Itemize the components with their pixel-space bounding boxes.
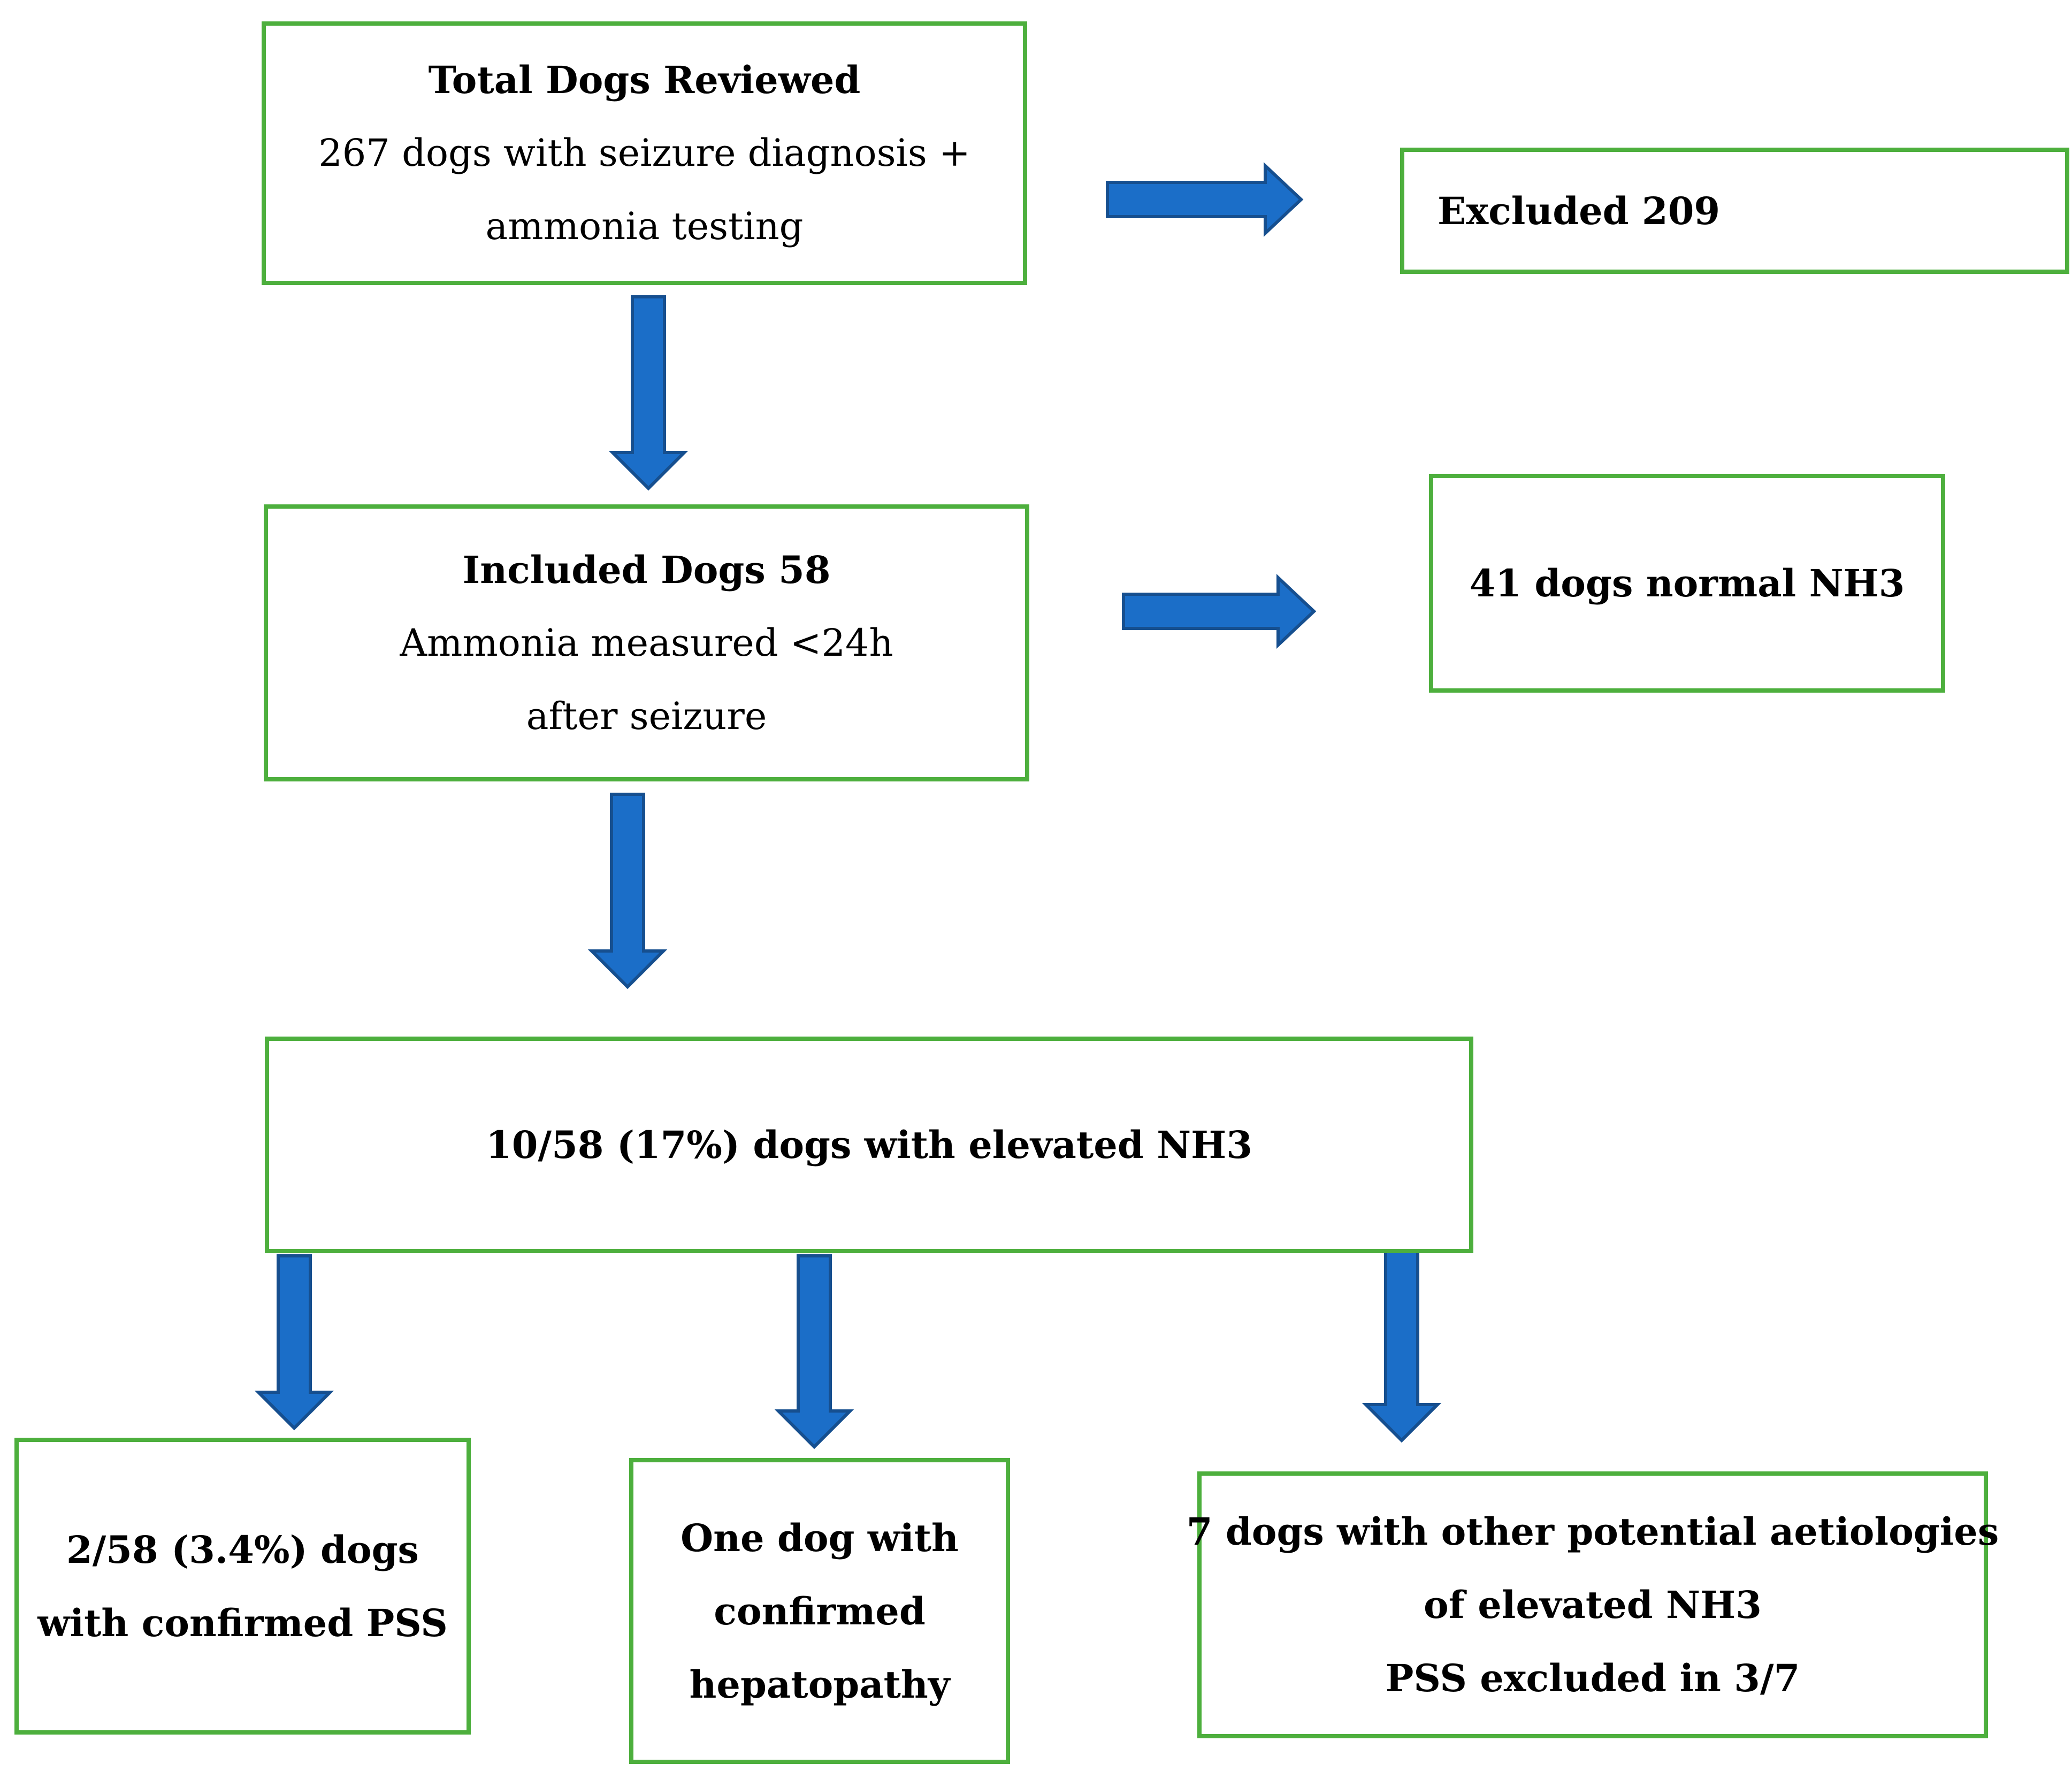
excluded-box: Excluded 209 <box>1400 148 2069 274</box>
arrow-elevated-to-other <box>1362 1248 1442 1443</box>
arrow-elevated-to-hepatopathy <box>774 1254 854 1449</box>
included-dogs-line2: after seizure <box>526 694 767 738</box>
other-aetiologies-line2: of elevated NH3 <box>1424 1583 1762 1627</box>
other-aetiologies-line1: 7 dogs with other potential aetiologies <box>1186 1509 1999 1554</box>
included-dogs-box: Included Dogs 58 Ammonia measured <24h a… <box>264 504 1029 781</box>
total-dogs-line2: ammonia testing <box>485 204 804 248</box>
total-dogs-line1: 267 dogs with seizure diagnosis + <box>318 131 970 175</box>
arrow-elevated-to-pss <box>254 1254 334 1431</box>
included-dogs-line1: Ammonia measured <24h <box>400 620 893 665</box>
hepatopathy-line1: One dog with <box>681 1515 959 1560</box>
arrow-included-to-elevated <box>587 793 668 989</box>
elevated-nh3-title: 10/58 (17%) dogs with elevated NH3 <box>486 1123 1252 1167</box>
elevated-nh3-box: 10/58 (17%) dogs with elevated NH3 <box>265 1037 1473 1253</box>
included-dogs-title: Included Dogs 58 <box>462 547 831 592</box>
other-aetiologies-box: 7 dogs with other potential aetiologies … <box>1187 1471 1999 1738</box>
other-aetiologies-line3: PSS excluded in 3/7 <box>1385 1656 1800 1700</box>
confirmed-pss-line1: 2/58 (3.4%) dogs <box>66 1527 419 1572</box>
hepatopathy-line3: hepatopathy <box>689 1662 950 1707</box>
excluded-title: Excluded 209 <box>1438 188 1721 233</box>
arrow-total-to-excluded <box>1106 162 1304 237</box>
normal-nh3-box: 41 dogs normal NH3 <box>1429 474 1945 693</box>
normal-nh3-title: 41 dogs normal NH3 <box>1469 561 1905 605</box>
arrow-included-to-normal <box>1122 574 1317 649</box>
arrow-total-to-included <box>608 295 689 491</box>
total-dogs-title: Total Dogs Reviewed <box>428 58 861 102</box>
hepatopathy-box: One dog with confirmed hepatopathy <box>629 1458 1010 1764</box>
total-dogs-reviewed-box: Total Dogs Reviewed 267 dogs with seizur… <box>262 21 1027 285</box>
hepatopathy-line2: confirmed <box>714 1589 926 1633</box>
confirmed-pss-line2: with confirmed PSS <box>37 1600 448 1645</box>
confirmed-pss-box: 2/58 (3.4%) dogs with confirmed PSS <box>14 1438 471 1735</box>
